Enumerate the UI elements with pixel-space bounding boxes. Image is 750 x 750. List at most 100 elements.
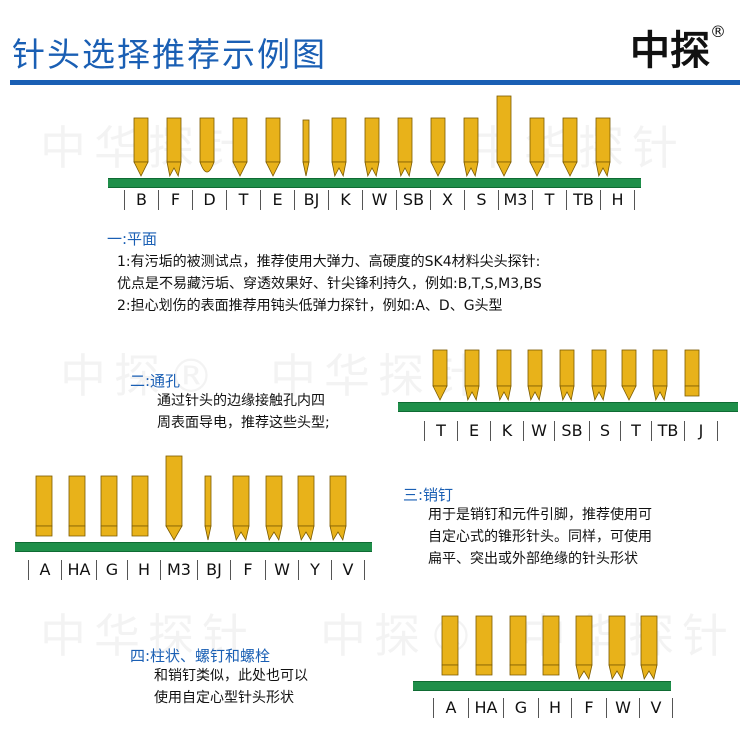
tip-type-label: Y <box>298 560 331 580</box>
section1-text: 1:有污垢的被测试点，推荐使用大弹力、高硬度的SK4材料尖头探针: 优点是不易藏… <box>117 251 542 317</box>
tip-type-label: HA <box>468 698 503 718</box>
tip-type-label: V <box>331 560 365 580</box>
section1-line1: 1:有污垢的被测试点，推荐使用大弹力、高硬度的SK4材料尖头探针: <box>117 254 541 270</box>
tip-type-label: G <box>96 560 127 580</box>
tip-type-label: H <box>538 698 571 718</box>
probe-pin <box>684 349 700 397</box>
section4-line1: 和销钉类似，此处也可以 <box>154 668 308 684</box>
section3-line3: 扁平、突出或外部绝缘的针头形状 <box>428 551 638 567</box>
section1-line3: 2:担心划伤的表面推荐用钝头低弹力探针，例如:A、D、G头型 <box>117 298 503 314</box>
probe-pin <box>529 117 545 177</box>
probe-pin <box>232 117 248 177</box>
tip-type-label: E <box>457 421 490 441</box>
probe-pin <box>559 349 575 402</box>
tip-type-label: B <box>124 190 158 210</box>
pcb-board <box>15 542 372 552</box>
pcb-board <box>413 681 671 691</box>
tip-type-label: F <box>230 560 265 580</box>
registered-mark: ® <box>710 22 726 41</box>
tip-type-label: BJ <box>197 560 230 580</box>
probe-pin <box>527 349 543 402</box>
page-title: 针头选择推荐示例图 <box>12 35 327 74</box>
tip-type-label: T <box>226 190 260 210</box>
probe-pin <box>165 455 183 541</box>
probe-pin <box>430 117 446 177</box>
tip-type-label: M3 <box>160 560 197 580</box>
pcb-board <box>108 178 641 188</box>
probe-pin <box>595 117 611 178</box>
tip-type-label: A <box>433 698 468 718</box>
tip-type-label: K <box>328 190 362 210</box>
tip-type-label: D <box>192 190 226 210</box>
tip-type-label: S <box>589 421 620 441</box>
tip-type-label: HA <box>61 560 96 580</box>
tip-type-label: H <box>127 560 160 580</box>
tip-type-label: W <box>265 560 298 580</box>
tip-type-label: A <box>28 560 61 580</box>
section2-heading: 二:通孔 <box>130 372 181 390</box>
tip-type-label: E <box>260 190 294 210</box>
section3-line1: 用于是销钉和元件引脚，推荐使用可 <box>428 507 652 523</box>
probe-pin <box>265 475 283 542</box>
section3-text: 用于是销钉和元件引脚，推荐使用可 自定心式的锥形针头。同样，可使用 扁平、突出或… <box>428 504 652 570</box>
tip-type-label: T <box>532 190 566 210</box>
probe-pin <box>331 117 347 178</box>
tip-type-label: W <box>362 190 396 210</box>
probe-pin <box>652 349 668 402</box>
probe-pin <box>199 117 215 173</box>
tip-type-label: M3 <box>498 190 532 210</box>
brand-logo: 中探® <box>630 18 726 76</box>
section3-line2: 自定心式的锥形针头。同样，可使用 <box>428 529 652 545</box>
probe-pin <box>441 615 459 676</box>
probe-pin <box>329 475 347 542</box>
section4-text: 和销钉类似，此处也可以 使用自定心型针头形状 <box>154 665 308 709</box>
probe-pin <box>542 615 560 676</box>
probe-pin <box>496 95 512 177</box>
tip-type-label: TB <box>566 190 600 210</box>
probe-pin <box>397 117 413 178</box>
section2-line2: 周表面导电，推荐这些头型; <box>157 415 330 431</box>
tip-type-label: X <box>430 190 464 210</box>
tip-type-label: TB <box>651 421 684 441</box>
probe-pin <box>131 475 149 537</box>
section4-line2: 使用自定心型针头形状 <box>154 690 294 706</box>
probe-pin <box>575 615 593 681</box>
probe-pin <box>232 475 250 542</box>
tip-type-label: F <box>571 698 606 718</box>
tip-type-label: T <box>424 421 457 441</box>
probe-pin <box>166 117 182 178</box>
tip-type-label: BJ <box>294 190 328 210</box>
probe-pin <box>265 117 281 177</box>
tip-type-label: SB <box>554 421 589 441</box>
probe-pin <box>302 119 310 177</box>
probe-pin <box>364 117 380 178</box>
tip-type-label: T <box>620 421 651 441</box>
tip-type-label: J <box>684 421 718 441</box>
probe-pin <box>608 615 626 681</box>
probe-pin <box>100 475 118 537</box>
title-divider <box>10 80 740 85</box>
pcb-board <box>398 402 738 412</box>
section1-line2: 优点是不易藏污垢、穿透效果好、针尖锋利持久，例如:B,T,S,M3,BS <box>117 276 542 292</box>
probe-pin <box>35 475 53 537</box>
tip-type-label: V <box>639 698 673 718</box>
probe-pin <box>496 349 512 402</box>
probe-pin <box>204 475 212 541</box>
probe-pin <box>133 117 149 177</box>
probe-pin <box>475 615 493 676</box>
probe-pin <box>591 349 607 402</box>
probe-pin <box>621 349 637 401</box>
section3-heading: 三:销钉 <box>403 486 454 504</box>
section2-text: 通过针头的边缘接触孔内四 周表面导电，推荐这些头型; <box>157 390 330 434</box>
probe-pin <box>463 117 479 178</box>
probe-pin <box>464 349 480 402</box>
tip-type-label: K <box>490 421 523 441</box>
tip-type-label: F <box>158 190 192 210</box>
probe-pin <box>640 615 658 681</box>
probe-pin <box>509 615 527 676</box>
